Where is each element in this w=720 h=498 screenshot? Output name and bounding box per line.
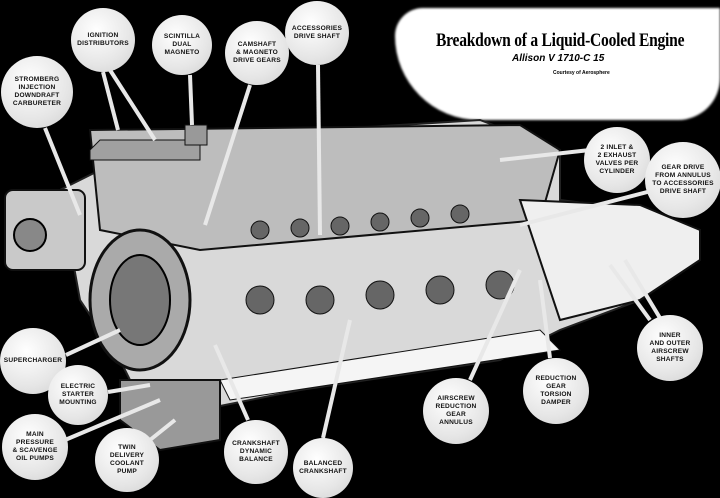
- callout-balanced-crankshaft: BALANCED CRANKSHAFT: [293, 438, 353, 498]
- credit-line: Courtesy of Aerosphere: [553, 70, 610, 76]
- callout-twin-delivery-coolant-pump: TWIN DELIVERY COOLANT PUMP: [95, 428, 159, 492]
- callout-label: 2 INLET & 2 EXHAUST VALVES PER CYLINDER: [595, 144, 639, 175]
- callout-label: GEAR DRIVE FROM ANNULUS TO ACCESSORIES D…: [652, 164, 714, 195]
- engine-model-subtitle: Allison V 1710-C 15: [512, 53, 605, 64]
- callout-label: IGNITION DISTRIBUTORS: [77, 32, 129, 47]
- callout-scintilla-dual-magneto: SCINTILLA DUAL MAGNETO: [152, 15, 212, 75]
- callout-label: BALANCED CRANKSHAFT: [299, 460, 347, 475]
- callout-label: REDUCTION GEAR TORSION DAMPER: [535, 375, 577, 406]
- title-background: [395, 8, 720, 120]
- callout-airscrew-reduction-gear-annulus: AIRSCREW REDUCTION GEAR ANNULUS: [423, 378, 489, 444]
- callout-label: SUPERCHARGER: [3, 357, 63, 364]
- callout-label: STROMBERG INJECTION DOWNDRAFT CARBURETER: [12, 76, 62, 107]
- callout-main-pressure-scavenge-pumps: MAIN PRESSURE & SCAVENGE OIL PUMPS: [2, 414, 68, 480]
- callout-camshaft-magneto-drive-gears: CAMSHAFT & MAGNETO DRIVE GEARS: [225, 21, 289, 85]
- callout-accessories-drive-shaft: ACCESSORIES DRIVE SHAFT: [285, 1, 349, 65]
- callout-reduction-gear-torsion-damper: REDUCTION GEAR TORSION DAMPER: [523, 358, 589, 424]
- callout-inlet-exhaust-valves: 2 INLET & 2 EXHAUST VALVES PER CYLINDER: [584, 127, 650, 193]
- callout-label: CRANKSHAFT DYNAMIC BALANCE: [232, 440, 280, 463]
- callout-label: CAMSHAFT & MAGNETO DRIVE GEARS: [233, 41, 281, 64]
- callout-label: AIRSCREW REDUCTION GEAR ANNULUS: [435, 395, 477, 426]
- callout-label: ELECTRIC STARTER MOUNTING: [59, 383, 97, 406]
- callout-crankshaft-dynamic-balance: CRANKSHAFT DYNAMIC BALANCE: [224, 420, 288, 484]
- callout-airscrew-shafts: INNER AND OUTER AIRSCREW SHAFTS: [637, 315, 703, 381]
- leader-lines: [43, 64, 662, 442]
- callout-stromberg-carbureter: STROMBERG INJECTION DOWNDRAFT CARBURETER: [1, 56, 73, 128]
- callout-label: ACCESSORIES DRIVE SHAFT: [291, 25, 343, 40]
- page-title: Breakdown of a Liquid-Cooled Engine: [436, 30, 685, 51]
- callout-label: TWIN DELIVERY COOLANT PUMP: [109, 444, 145, 475]
- callout-ignition-distributors: IGNITION DISTRIBUTORS: [71, 8, 135, 72]
- engine-body: [4, 118, 701, 452]
- callout-label: INNER AND OUTER AIRSCREW SHAFTS: [649, 332, 691, 363]
- callout-electric-starter-mounting: ELECTRIC STARTER MOUNTING: [48, 365, 108, 425]
- callout-gear-drive-annulus: GEAR DRIVE FROM ANNULUS TO ACCESSORIES D…: [645, 142, 720, 218]
- callout-label: SCINTILLA DUAL MAGNETO: [163, 33, 201, 56]
- callout-label: MAIN PRESSURE & SCAVENGE OIL PUMPS: [12, 431, 58, 462]
